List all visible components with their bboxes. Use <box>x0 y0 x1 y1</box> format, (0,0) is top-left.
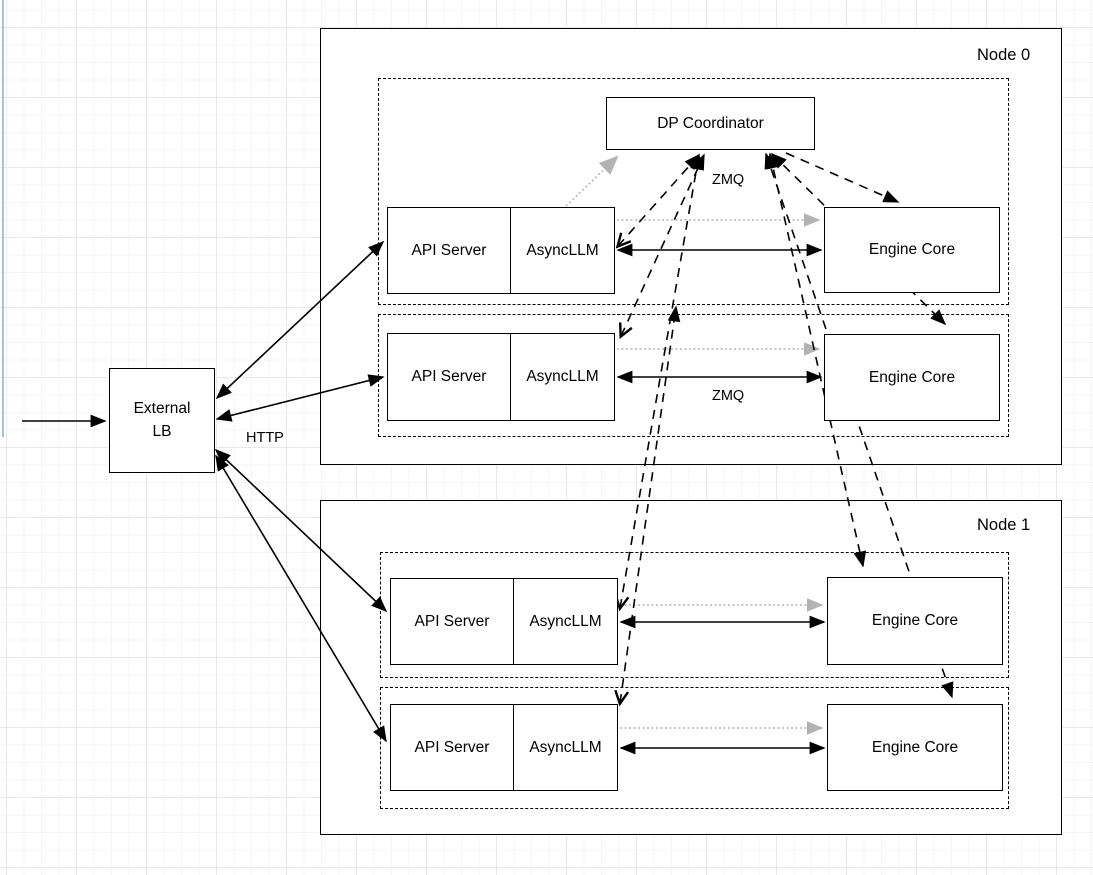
api-server-box: API Server <box>391 579 514 664</box>
engine-core-box: Engine Core <box>824 334 1000 421</box>
page-boundary-guide <box>2 0 4 437</box>
engine-core-box: Engine Core <box>824 207 1000 293</box>
zmq-coordinator-label: ZMQ <box>712 172 745 188</box>
asyncllm-box: AsyncLLM <box>526 368 599 385</box>
api-server-box: API Server <box>388 208 511 293</box>
asyncllm-box: AsyncLLM <box>529 612 602 630</box>
node0-row1-server-pair: API Server AsyncLLM <box>387 207 615 294</box>
external-lb-line2: LB <box>152 422 172 440</box>
node1-row2-server-pair: API Server AsyncLLM <box>390 704 618 791</box>
engine-core-box: Engine Core <box>827 577 1003 665</box>
node0-label: Node 0 <box>977 46 1031 64</box>
node0-row2-server-pair: API Server AsyncLLM <box>387 333 615 421</box>
asyncllm-box: AsyncLLM <box>529 738 602 756</box>
zmq-engine-label: ZMQ <box>712 388 745 404</box>
engine-core-box: Engine Core <box>827 704 1003 791</box>
external-lb-line1: External <box>133 400 191 418</box>
external-lb-box: External LB <box>109 368 215 473</box>
dashed-coordinator-links <box>614 152 954 707</box>
node1-row2-container <box>380 687 1009 809</box>
dp-coordinator-box: DP Coordinator <box>606 97 815 150</box>
http-label: HTTP <box>246 430 284 446</box>
api-server-box: API Server <box>388 334 511 420</box>
api-server-box: API Server <box>391 705 514 790</box>
asyncllm-box: AsyncLLM <box>526 241 599 259</box>
solid-links <box>22 240 826 755</box>
node1-label: Node 1 <box>977 516 1031 534</box>
node1-row1-server-pair: API Server AsyncLLM <box>390 578 618 665</box>
